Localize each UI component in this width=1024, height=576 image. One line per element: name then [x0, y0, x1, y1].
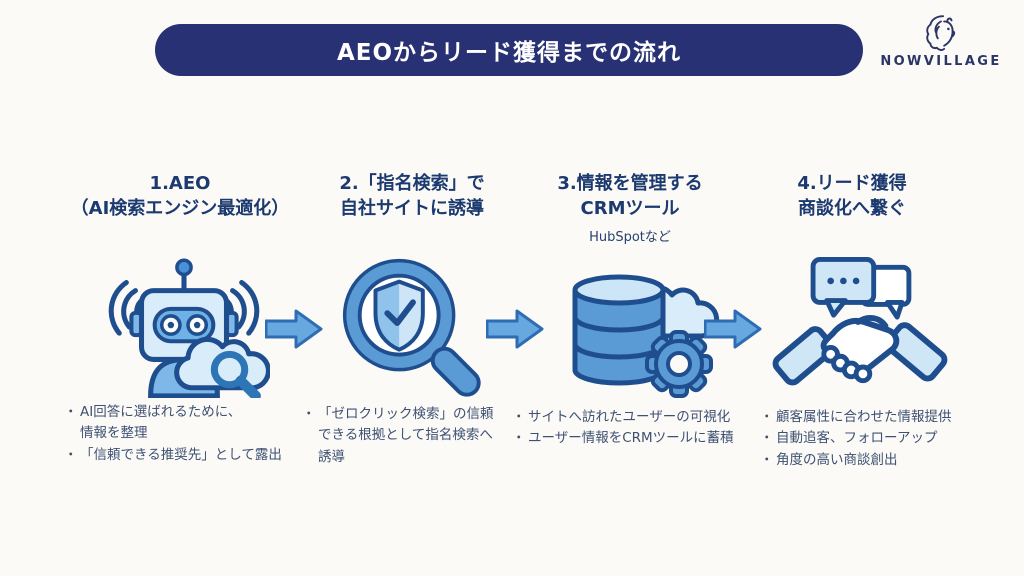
- step3-title: 3.情報を管理する CRMツール: [557, 173, 703, 219]
- arrow-right-icon: [264, 309, 323, 349]
- ai-robot-search-icon: [98, 246, 271, 402]
- step4-bullets: ・顧客属性に合わせた情報提供 ・自動追客、フォローアップ ・角度の高い商談創出: [760, 407, 1004, 471]
- list-item: ・自動追客、フォローアップ: [760, 430, 938, 447]
- list-item: ・角度の高い商談創出: [760, 451, 898, 468]
- gear-icon: [645, 330, 713, 398]
- step1-bullets: ・AI回答に選ばれるために、 情報を整理 ・「信頼できる推奨先」として露出: [64, 402, 314, 466]
- step2-bullets: ・「ゼロクリック検索」の信頼 できる根拠として指名検索へ 誘導: [302, 404, 522, 468]
- list-item: ・「ゼロクリック検索」の信頼 できる根拠として指名検索へ 誘導: [302, 406, 494, 465]
- chat-bubbles-icon: [810, 256, 912, 320]
- handshake-icon: [772, 315, 948, 386]
- step2-title: 2.「指名検索」で 自社サイトに誘導: [339, 173, 485, 219]
- crm-database-cloud-gear-icon: [538, 240, 720, 404]
- flow-arrow-2: [485, 308, 544, 354]
- step3-subtitle: HubSpotなど: [589, 230, 671, 245]
- list-item: ・「信頼できる推奨先」として露出: [64, 446, 282, 463]
- magnifier-ring: [346, 262, 452, 368]
- company-logo: NOWVILLAGE: [876, 12, 1006, 69]
- flow-arrow-3: [703, 308, 762, 354]
- list-item: ・サイトへ訪れたユーザーの可視化: [512, 409, 731, 425]
- antenna-ball: [175, 258, 193, 277]
- flow-arrow-1: [264, 308, 323, 354]
- magnifier-handle: [430, 346, 481, 397]
- page-title: AEOからリード獲得までの流れ: [336, 40, 682, 66]
- arrow-right-icon: [703, 309, 762, 349]
- shield-magnifier-icon: [332, 252, 490, 404]
- magnifier-icon: [210, 350, 249, 389]
- check-icon: [384, 299, 416, 326]
- lion-icon: [926, 15, 956, 51]
- title-banner: AEOからリード獲得までの流れ: [155, 24, 863, 76]
- arrow-right-icon: [485, 309, 544, 349]
- lion-eye: [947, 27, 950, 31]
- step4-title: 4.リード獲得 商談化へ繋ぐ: [797, 173, 907, 219]
- list-item: ・ユーザー情報をCRMツールに蓄積: [512, 430, 734, 447]
- step1-title: 1.AEO （AI検索エンジン最適化）: [70, 173, 290, 219]
- list-item: ・AI回答に選ばれるために、 情報を整理: [64, 404, 242, 442]
- step3-bullets: ・サイトへ訪れたユーザーの可視化 ・ユーザー情報をCRMツールに蓄積: [512, 407, 756, 450]
- list-item: ・顧客属性に合わせた情報提供: [760, 409, 952, 425]
- logo-text: NOWVILLAGE: [880, 54, 1002, 69]
- handshake-chat-icon: [772, 248, 948, 402]
